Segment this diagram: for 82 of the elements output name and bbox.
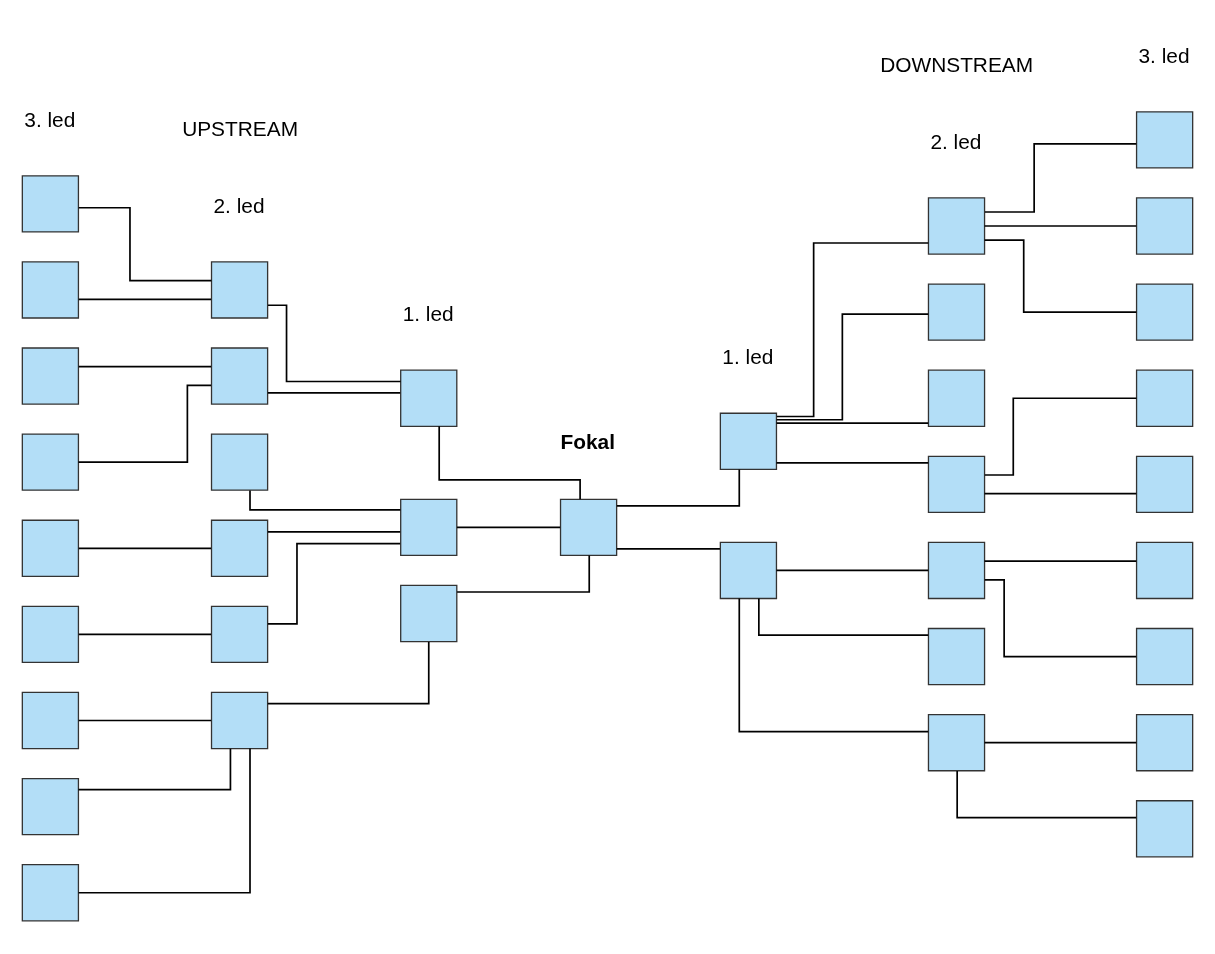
label: 2. led <box>213 193 265 217</box>
node-box <box>21 519 80 577</box>
connector <box>983 578 1138 657</box>
node-box <box>1135 541 1194 599</box>
connector <box>77 365 212 368</box>
connector <box>438 424 581 500</box>
connector <box>775 461 930 464</box>
label: 2. led <box>930 129 982 153</box>
connector <box>983 741 1138 744</box>
node-box <box>1135 196 1194 255</box>
label: DOWNSTREAM <box>880 52 1034 76</box>
connector <box>984 142 1138 213</box>
node-box <box>210 519 269 577</box>
label: UPSTREAM <box>182 116 299 140</box>
label: Fokal <box>560 429 616 453</box>
connector <box>77 384 212 463</box>
connector <box>775 312 930 421</box>
connector <box>758 597 930 636</box>
node-box <box>21 346 80 405</box>
node-box <box>210 605 269 663</box>
connector <box>983 492 1138 495</box>
label: 1. led <box>402 301 454 325</box>
node-box <box>719 541 778 599</box>
node-box <box>927 541 986 599</box>
connector <box>267 542 401 625</box>
node-box <box>21 260 80 319</box>
node-box <box>21 863 80 921</box>
node-box <box>210 260 269 319</box>
connector <box>983 559 1138 562</box>
node-box <box>1135 455 1194 513</box>
node-box <box>927 196 986 255</box>
connector <box>776 241 930 417</box>
connector <box>267 391 402 394</box>
connector <box>956 769 1138 819</box>
node-box <box>927 713 986 771</box>
connector <box>983 238 1138 313</box>
connector <box>616 468 741 507</box>
connector <box>267 640 430 704</box>
node-box <box>21 777 80 835</box>
node-box <box>927 282 986 341</box>
connector <box>249 489 402 511</box>
node-box <box>210 691 269 749</box>
node-box <box>210 432 269 491</box>
connector <box>775 569 930 571</box>
node-box <box>21 174 80 233</box>
node-box <box>210 346 269 405</box>
node-box <box>400 369 458 427</box>
connector <box>77 719 212 721</box>
connector <box>775 421 930 424</box>
connector <box>77 546 212 549</box>
connector <box>77 206 213 281</box>
node-box <box>21 432 80 491</box>
node-box <box>1135 713 1194 771</box>
node-box <box>21 605 80 663</box>
node-box <box>1135 627 1194 685</box>
label: 1. led <box>722 344 774 368</box>
node-box <box>1135 369 1194 427</box>
connector <box>738 597 929 732</box>
connector <box>615 547 721 550</box>
node-box <box>927 369 986 427</box>
connector <box>984 396 1138 476</box>
connector <box>456 526 561 528</box>
node-box <box>400 498 458 556</box>
connector <box>267 530 402 533</box>
connector <box>77 747 232 790</box>
node-box <box>1135 799 1194 857</box>
node-box <box>21 691 80 749</box>
label: 3. led <box>24 107 76 131</box>
node-box <box>927 627 986 685</box>
connector <box>456 554 591 593</box>
node-box <box>1135 110 1194 169</box>
connector <box>77 747 251 894</box>
connector <box>983 224 1138 227</box>
node-box <box>927 455 986 513</box>
node-box <box>1135 282 1194 341</box>
connector <box>77 297 212 300</box>
connector <box>267 303 402 382</box>
label: 3. led <box>1138 43 1190 67</box>
node-box <box>719 412 778 470</box>
connector <box>77 633 212 635</box>
node-box <box>559 498 618 556</box>
node-box <box>400 584 458 642</box>
